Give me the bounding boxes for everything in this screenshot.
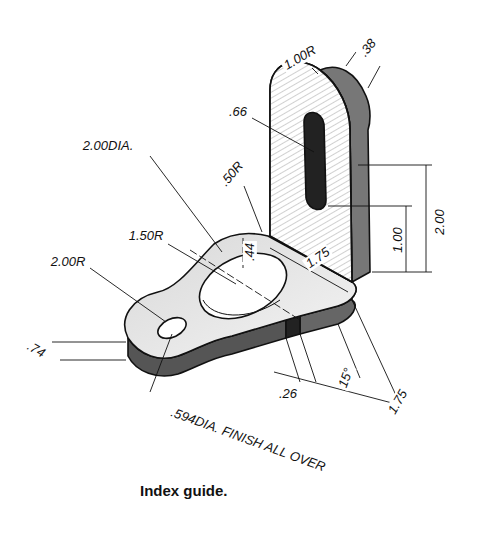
- dimension-label: 15°: [335, 364, 357, 391]
- dimension-label: .44: [243, 241, 257, 263]
- dimension-label: .66: [227, 105, 249, 119]
- dimension-label: 1.00: [391, 225, 405, 254]
- dimension-label: .50R: [216, 157, 247, 190]
- dimension-label: 2.00DIA.: [81, 139, 136, 153]
- dimension-label: 1.75: [384, 386, 411, 419]
- dimension-label: 2.00: [433, 207, 447, 236]
- caption: Index guide.: [140, 482, 228, 499]
- dimension-lines: [52, 52, 432, 404]
- dimension-label: .26: [277, 387, 299, 401]
- dimension-label: .74: [23, 338, 49, 361]
- dimension-label: 1.50R: [127, 229, 166, 243]
- dimension-label: .38: [355, 35, 380, 61]
- dimension-label: .594DIA. FINISH ALL OVER: [167, 405, 329, 476]
- dimension-label: 2.00R: [49, 255, 88, 269]
- part-outline: [125, 62, 370, 376]
